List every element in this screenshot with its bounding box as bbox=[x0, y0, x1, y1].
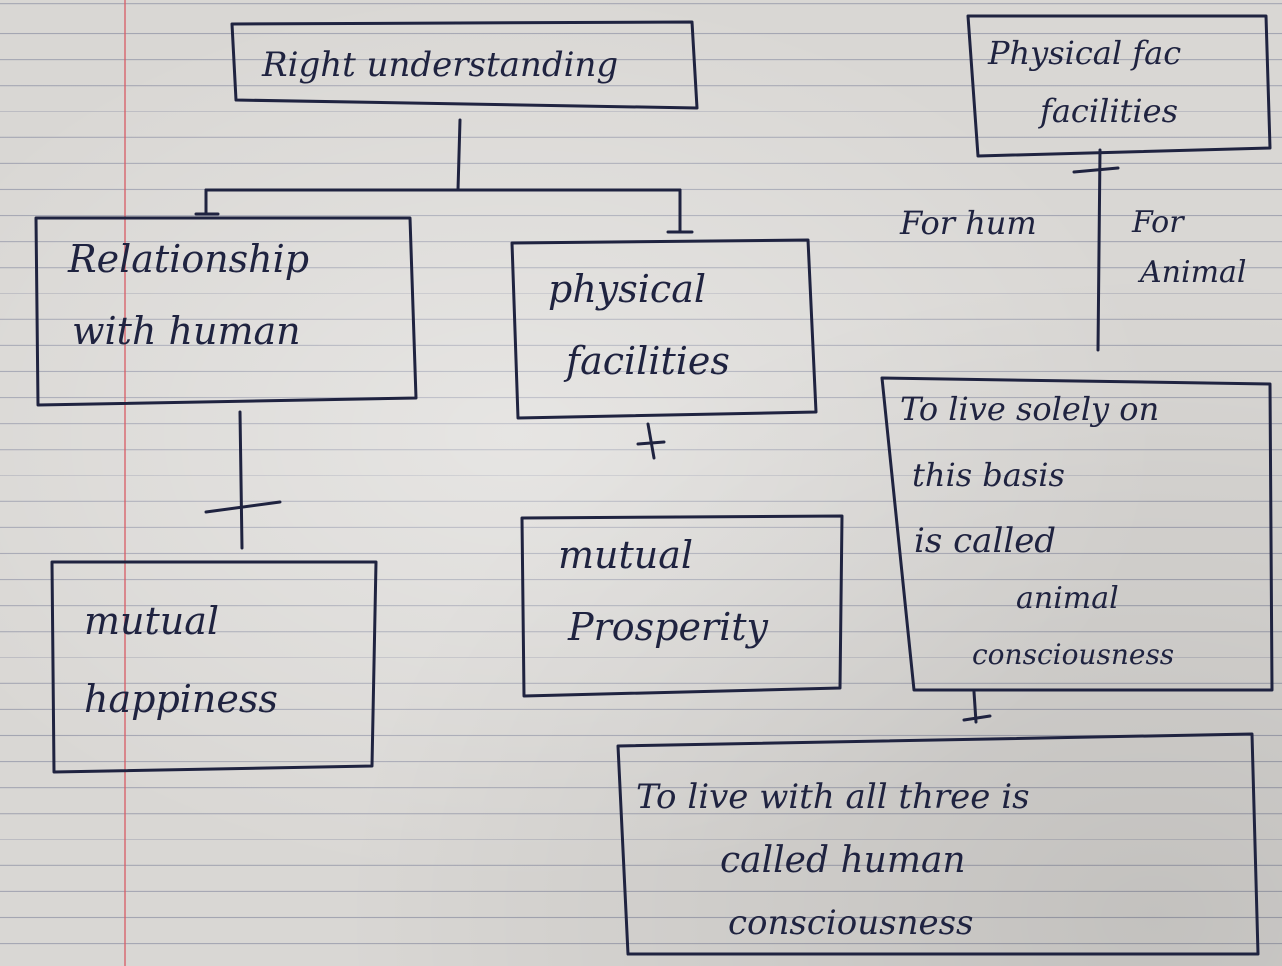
label-right-understanding: Right understanding bbox=[261, 45, 618, 85]
label-physical-right-line1: Physical fac bbox=[987, 34, 1181, 72]
margin-line bbox=[124, 0, 126, 966]
label-animal-consciousness-line5: consciousness bbox=[972, 638, 1174, 671]
label-for-human: For hum bbox=[899, 204, 1037, 242]
label-for-animal-line1: For bbox=[1131, 205, 1185, 240]
connector-right-root-down bbox=[1096, 148, 1102, 352]
label-animal-consciousness-line3: is called bbox=[914, 521, 1056, 561]
label-relationship-line2: with human bbox=[72, 309, 301, 353]
connector-root-down bbox=[456, 118, 462, 192]
box-right-understanding bbox=[230, 20, 699, 110]
box-mutual-happiness bbox=[50, 560, 378, 774]
box-physical-facilities-left bbox=[510, 238, 818, 420]
box-physical-facilities-right bbox=[966, 14, 1272, 158]
label-for-animal-line2: Animal bbox=[1137, 255, 1247, 290]
label-mutual-prosperity-line1: mutual bbox=[558, 533, 693, 577]
label-physical-right-line2: facilities bbox=[1038, 92, 1178, 130]
label-animal-consciousness-line1: To live solely on bbox=[900, 390, 1159, 428]
label-animal-consciousness-line4: animal bbox=[1016, 581, 1119, 616]
label-human-consciousness-line1: To live with all three is bbox=[636, 777, 1030, 817]
label-relationship-line1: Relationship bbox=[67, 237, 309, 281]
box-animal-consciousness bbox=[880, 376, 1274, 692]
arrowhead-human-consciousness bbox=[962, 714, 992, 722]
box-mutual-prosperity bbox=[520, 514, 844, 698]
box-human-consciousness bbox=[616, 732, 1260, 956]
label-mutual-happiness-line2: happiness bbox=[84, 677, 278, 721]
arrowhead-mutual-happiness bbox=[204, 500, 282, 514]
label-animal-consciousness-line2: this basis bbox=[912, 456, 1065, 494]
connector-right-crossbar bbox=[1072, 166, 1120, 174]
label-mutual-prosperity-line2: Prosperity bbox=[567, 605, 769, 649]
connector-to-mutual-prosperity bbox=[646, 422, 656, 460]
arrowhead-mutual-prosperity bbox=[636, 440, 666, 446]
label-mutual-happiness-line1: mutual bbox=[84, 599, 219, 643]
label-human-consciousness-line3: consciousness bbox=[728, 903, 974, 943]
label-physical-left-line2: facilities bbox=[563, 339, 730, 383]
connector-to-mutual-happiness bbox=[238, 410, 244, 550]
box-relationship-with-human bbox=[34, 216, 418, 407]
label-human-consciousness-line2: called human bbox=[720, 840, 966, 881]
label-physical-left-line1: physical bbox=[548, 267, 706, 311]
